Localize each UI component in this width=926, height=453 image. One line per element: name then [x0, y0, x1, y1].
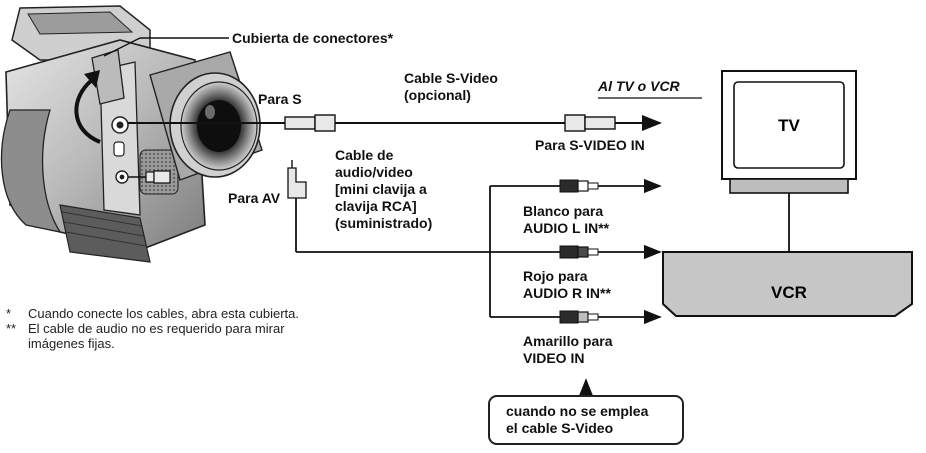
- rca-plug-red: [559, 244, 662, 260]
- note-line-2: el cable S-Video: [506, 420, 614, 436]
- footnote-1: *Cuando conecte los cables, abra esta cu…: [6, 306, 300, 321]
- av-cable: [128, 160, 560, 318]
- label-s-video-cable: Cable S-Video (opcional): [404, 70, 498, 103]
- footnote-3: imágenes fijas.: [28, 336, 115, 351]
- label-para-s: Para S: [258, 91, 302, 107]
- label-yellow-video-in: Amarillo para VIDEO IN: [523, 333, 613, 366]
- vcr-label: VCR: [771, 283, 807, 302]
- s-video-cable: [128, 114, 662, 132]
- tv-set: TV: [721, 70, 857, 252]
- note-line-1: cuando no se emplea: [506, 403, 649, 419]
- label-connector-cover: Cubierta de conectores*: [232, 30, 394, 46]
- leader-connector-cover: [103, 37, 141, 57]
- rca-plug-white: [559, 178, 662, 194]
- label-white-audio-l: Blanco para AUDIO L IN**: [523, 203, 610, 236]
- label-av-cable: Cable de audio/video [mini clavija a cla…: [335, 147, 433, 231]
- label-red-audio-r: Rojo para AUDIO R IN**: [523, 268, 611, 301]
- vcr-unit: VCR: [662, 251, 913, 317]
- label-para-av: Para AV: [228, 190, 281, 206]
- rca-plug-yellow: [559, 309, 662, 325]
- footnote-2: **El cable de audio no es requerido para…: [6, 321, 285, 336]
- tv-label: TV: [778, 116, 800, 135]
- footnotes: *Cuando conecte los cables, abra esta cu…: [6, 306, 299, 351]
- label-to-tv-vcr: Al TV o VCR: [598, 78, 680, 94]
- label-para-s-video-in: Para S-VIDEO IN: [535, 137, 645, 153]
- camcorder-illustration: [0, 5, 263, 263]
- note-no-svideo-box: cuando no se emplea el cable S-Video: [488, 395, 684, 445]
